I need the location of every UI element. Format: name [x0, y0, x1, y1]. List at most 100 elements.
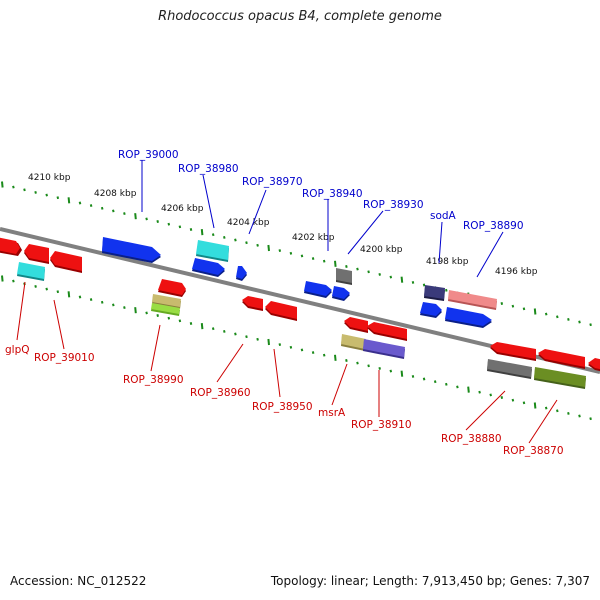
minor-tick — [78, 295, 82, 299]
gene-label-rop-38870[interactable]: ROP_38870 — [503, 445, 564, 457]
gene-label-rop-38980[interactable]: ROP_38980 — [178, 163, 239, 175]
minor-tick — [378, 366, 381, 370]
minor-tick — [544, 312, 548, 316]
gene-arrow[interactable] — [265, 301, 297, 321]
gene-arrow[interactable] — [192, 258, 225, 277]
minor-tick — [500, 396, 504, 399]
gene-arrow[interactable] — [304, 281, 332, 298]
gene-label-glpq[interactable]: glpQ — [5, 344, 30, 356]
gene-arrow[interactable] — [420, 302, 442, 318]
gene-block[interactable] — [152, 294, 181, 309]
gene-label-rop-38970[interactable]: ROP_38970 — [242, 176, 303, 188]
gene-block[interactable] — [151, 303, 180, 316]
gene-label-rop-38880[interactable]: ROP_38880 — [441, 433, 502, 445]
minor-tick — [433, 380, 437, 384]
scale-label: 4202 kbp — [292, 233, 335, 243]
gene-arrow[interactable] — [490, 342, 536, 361]
minor-tick — [256, 337, 259, 341]
major-tick — [334, 354, 337, 361]
minor-tick — [589, 323, 592, 327]
minor-tick — [112, 209, 115, 213]
major-tick — [533, 308, 537, 315]
minor-tick — [223, 329, 226, 333]
minor-tick — [422, 377, 426, 381]
scale-label: 4206 kbp — [161, 204, 204, 214]
minor-tick — [367, 364, 370, 368]
gene-arrow[interactable] — [236, 266, 247, 281]
gene-block[interactable] — [196, 240, 229, 262]
major-tick — [400, 276, 404, 283]
minor-tick — [311, 351, 315, 355]
minor-tick — [278, 343, 282, 347]
gene-block[interactable] — [341, 334, 366, 351]
gene-arrow[interactable] — [588, 358, 600, 372]
minor-tick — [23, 188, 26, 192]
minor-tick — [322, 259, 326, 263]
gene-block[interactable] — [534, 367, 586, 389]
minor-tick — [56, 196, 60, 200]
gene-label-rop-38960[interactable]: ROP_38960 — [190, 387, 251, 399]
gene-label-rop-38890[interactable]: ROP_38890 — [463, 220, 524, 232]
minor-tick — [478, 390, 481, 394]
gene-label-rop-39000[interactable]: ROP_39000 — [118, 149, 179, 161]
minor-tick — [123, 306, 126, 310]
minor-tick — [234, 238, 237, 242]
gene-block[interactable] — [487, 359, 532, 379]
minor-tick — [34, 190, 37, 194]
gene-block[interactable] — [17, 262, 45, 281]
minor-tick — [289, 345, 293, 349]
gene-label-rop-38940[interactable]: ROP_38940 — [302, 188, 363, 200]
minor-tick — [411, 374, 415, 378]
minor-tick — [45, 193, 48, 197]
minor-tick — [167, 222, 171, 226]
minor-tick — [445, 382, 448, 386]
gene-arrow[interactable] — [538, 349, 585, 369]
minor-tick — [489, 393, 492, 397]
gene-arrow[interactable] — [445, 307, 492, 328]
gene-block[interactable] — [363, 339, 405, 359]
minor-tick — [300, 348, 304, 352]
gene-arrow[interactable] — [367, 322, 407, 341]
gene-label-rop-38930[interactable]: ROP_38930 — [363, 199, 424, 211]
gene-block[interactable] — [448, 290, 497, 310]
gene-arrow[interactable] — [344, 317, 368, 333]
gene-arrow[interactable] — [332, 286, 350, 301]
minor-tick — [145, 311, 148, 315]
gene-arrow[interactable] — [24, 244, 49, 264]
gene-label-rop-38990[interactable]: ROP_38990 — [123, 374, 184, 386]
major-tick — [533, 402, 537, 409]
gene-arrow[interactable] — [0, 237, 22, 256]
gene-block[interactable] — [424, 285, 445, 301]
major-tick — [334, 260, 337, 267]
minor-tick — [278, 249, 282, 253]
gene-label-rop-38950[interactable]: ROP_38950 — [252, 401, 313, 413]
minor-tick — [167, 316, 171, 320]
minor-tick — [311, 257, 315, 261]
gene-arrow[interactable] — [50, 251, 82, 273]
lower-scale-ticks — [1, 275, 592, 421]
minor-tick — [12, 279, 15, 283]
major-tick — [400, 370, 404, 377]
major-tick — [67, 197, 71, 204]
gene-label-rop-38910[interactable]: ROP_38910 — [351, 419, 412, 431]
scale-label: 4198 kbp — [426, 257, 469, 267]
gene-arrow[interactable] — [102, 237, 161, 263]
minor-tick — [378, 272, 381, 276]
gene-label-msra[interactable]: msrA — [318, 407, 346, 419]
gene-arrow[interactable] — [242, 296, 263, 311]
gene-label-rop-39010[interactable]: ROP_39010 — [34, 352, 95, 364]
minor-tick — [456, 385, 459, 389]
minor-tick — [156, 220, 159, 223]
minor-tick — [411, 280, 415, 284]
scale-label: 4196 kbp — [495, 267, 538, 277]
major-tick — [267, 244, 270, 252]
gene-block[interactable] — [336, 268, 352, 285]
minor-tick — [256, 243, 259, 247]
minor-tick — [123, 212, 126, 216]
minor-tick — [445, 288, 448, 292]
gene-label-soda[interactable]: sodA — [430, 210, 457, 222]
gene-arrow[interactable] — [158, 279, 186, 297]
minor-tick — [245, 241, 248, 245]
minor-tick — [511, 398, 515, 402]
minor-tick — [100, 300, 104, 304]
